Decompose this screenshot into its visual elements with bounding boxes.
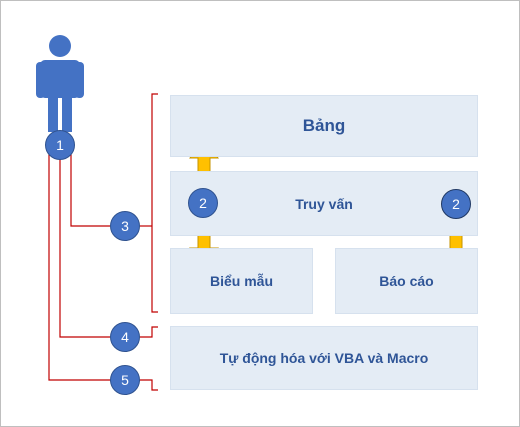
badge-user: 1 — [45, 130, 75, 160]
person-icon — [36, 35, 84, 132]
badge-bracket-vba-1-number: 4 — [121, 329, 129, 345]
box-reports[interactable]: Báo cáo — [335, 248, 478, 314]
connector-lines — [48, 93, 158, 391]
box-vba-macro[interactable]: Tự động hóa với VBA và Macro — [170, 326, 478, 390]
badge-bracket-main: 3 — [110, 211, 140, 241]
badge-arrow-left-number: 2 — [199, 195, 207, 211]
box-queries[interactable]: Truy vấn — [170, 171, 478, 236]
box-tables[interactable]: Bảng — [170, 95, 478, 157]
box-queries-label: Truy vấn — [295, 195, 353, 212]
box-reports-label: Báo cáo — [379, 273, 434, 289]
badge-user-number: 1 — [56, 137, 64, 153]
badge-bracket-vba-2: 5 — [110, 365, 140, 395]
badge-bracket-vba-2-number: 5 — [121, 372, 129, 388]
box-vba-macro-label: Tự động hóa với VBA và Macro — [219, 350, 429, 366]
box-forms[interactable]: Biểu mẫu — [170, 248, 313, 314]
badge-arrow-right: 2 — [441, 189, 471, 219]
box-forms-label: Biểu mẫu — [209, 273, 273, 289]
badge-arrow-right-number: 2 — [452, 196, 460, 212]
badge-bracket-main-number: 3 — [121, 218, 129, 234]
box-tables-label: Bảng — [302, 116, 346, 135]
badge-arrow-left: 2 — [188, 188, 218, 218]
badge-bracket-vba-1: 4 — [110, 322, 140, 352]
